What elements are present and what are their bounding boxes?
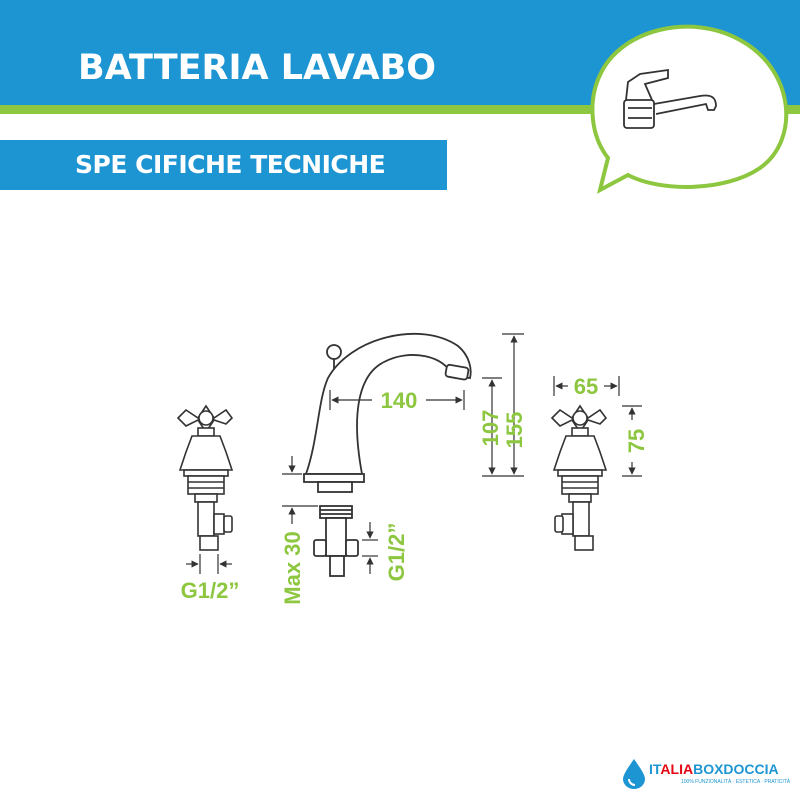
dim-handle-height: 75: [624, 429, 649, 453]
dim-max-30: Max 30: [280, 531, 305, 604]
page-title: BATTERIA LAVABO: [78, 48, 436, 88]
dim-height-155: 155: [502, 412, 527, 449]
page-subtitle: SPE CIFICHE TECNICHE: [75, 150, 386, 179]
subtitle-band: [0, 140, 447, 190]
brand-logo: ITALIABOXDOCCIA 100% FUNZIONALITÀ · ESTE…: [621, 757, 791, 791]
dim-handle-width: 65: [574, 374, 598, 399]
dim-spout-reach: 140: [381, 388, 418, 413]
brand-tagline: 100% FUNZIONALITÀ · ESTETICA · PRATICITÀ: [681, 779, 791, 785]
dim-thread-center: G1/2”: [384, 523, 409, 582]
dim-height-107: 107: [478, 410, 503, 447]
header-accent-line: [0, 105, 800, 114]
right-valve-drawing: [550, 404, 608, 551]
dim-thread-left: G1/2”: [181, 578, 240, 603]
spout-drawing: [303, 332, 472, 577]
faucet-badge-icon: [590, 24, 789, 194]
left-valve-drawing: [176, 404, 234, 551]
brand-highlight: ALIA: [660, 761, 694, 777]
brand-prefix: IT: [649, 761, 661, 777]
water-drop-icon: [623, 759, 645, 789]
brand-name: BOXDOCCIA: [693, 761, 779, 777]
